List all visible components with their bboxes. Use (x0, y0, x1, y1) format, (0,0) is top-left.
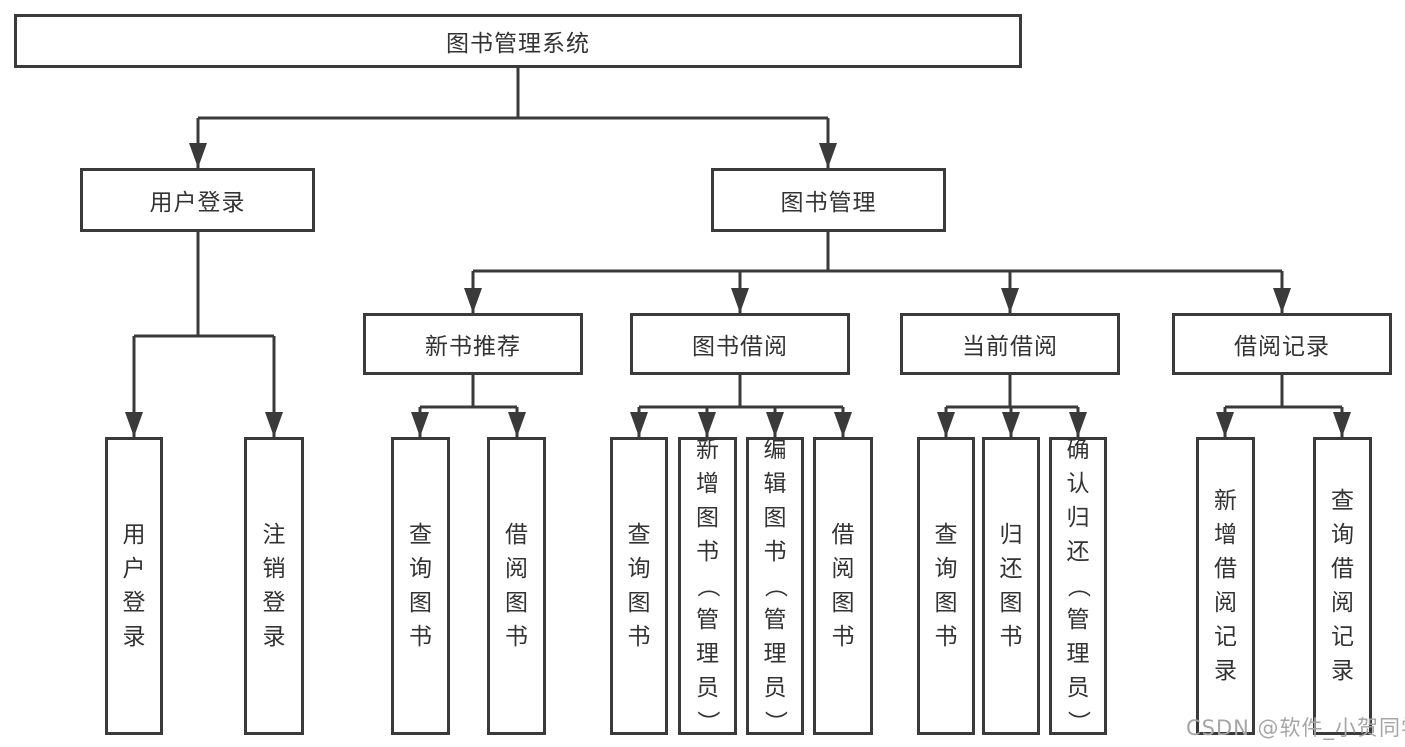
node-current-return-books: 归还图书 (982, 437, 1040, 735)
connector-records-to-leaves (1216, 375, 1351, 437)
node-borrow-add-books-admin: 新增图书（管理员） (678, 437, 737, 735)
arrowhead (630, 412, 648, 437)
node-borrow-borrow-books: 借阅图书 (813, 437, 873, 735)
csdn-watermark: CSDN @软件_小贺同学 (1186, 716, 1405, 740)
arrowhead (1069, 412, 1087, 437)
connector-recommend-to-leaves (411, 375, 526, 437)
node-records-query-record: 查询借阅记录 (1313, 437, 1372, 735)
arrowhead (265, 412, 283, 437)
node-borrow-edit-books-admin: 编辑图书（管理员） (746, 437, 804, 735)
arrowhead (698, 412, 716, 437)
connector-bookmgmt-to-level3 (464, 232, 1291, 313)
arrowhead (819, 143, 837, 168)
arrowhead (411, 412, 429, 437)
node-leaf-user-login: 用户登录 (105, 437, 163, 735)
node-borrow-query-books: 查询图书 (610, 437, 668, 735)
connector-borrow-to-leaves (630, 375, 852, 437)
arrowhead (1273, 288, 1291, 313)
node-recommend-borrow-books: 借阅图书 (487, 437, 546, 735)
node-book-borrow: 图书借阅 (630, 313, 850, 375)
node-current-query-books: 查询图书 (917, 437, 975, 735)
arrowhead (731, 288, 749, 313)
node-recommend-query-books: 查询图书 (391, 437, 450, 735)
arrowhead (1002, 412, 1020, 437)
node-current-borrow: 当前借阅 (900, 313, 1120, 375)
arrowhead (189, 143, 207, 168)
connector-current-to-leaves (937, 375, 1087, 437)
node-records-add-record: 新增借阅记录 (1196, 437, 1255, 735)
arrowhead (1216, 412, 1234, 437)
node-new-book-recommend: 新书推荐 (363, 313, 583, 375)
arrowhead (508, 412, 526, 437)
node-root: 图书管理系统 (14, 14, 1022, 68)
arrowhead (766, 412, 784, 437)
arrowhead (125, 412, 143, 437)
node-current-confirm-return-admin: 确认归还（管理员） (1049, 437, 1107, 735)
connector-userlogin-to-leaves (125, 232, 283, 437)
node-user-login: 用户登录 (80, 168, 315, 232)
arrowhead (1333, 412, 1351, 437)
arrowhead (937, 412, 955, 437)
connector-root-to-level2 (189, 68, 837, 168)
arrowhead (464, 288, 482, 313)
node-leaf-logout: 注销登录 (244, 437, 304, 735)
arrowhead (1001, 288, 1019, 313)
arrowhead (834, 412, 852, 437)
node-book-management: 图书管理 (711, 168, 946, 232)
node-borrow-records: 借阅记录 (1172, 313, 1392, 375)
